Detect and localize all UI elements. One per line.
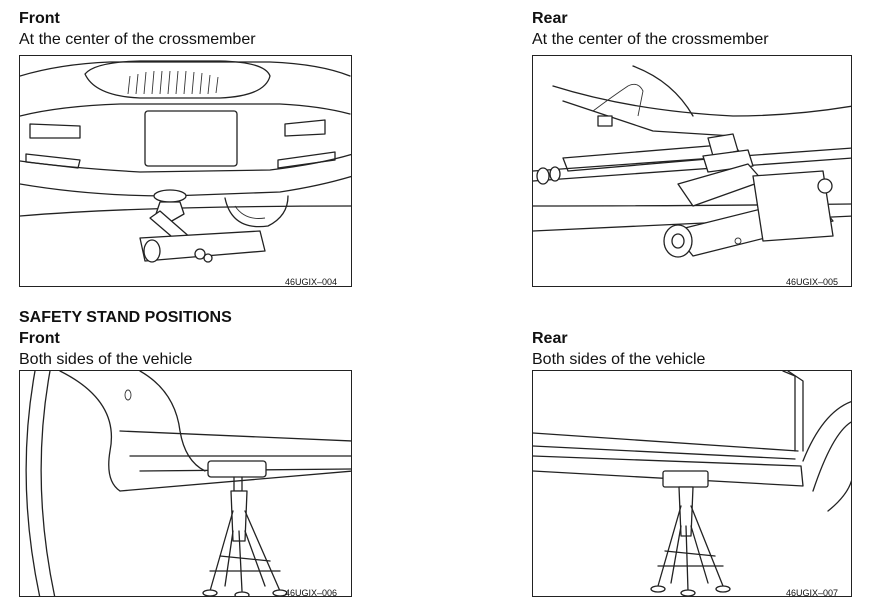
jack-rear-illustration <box>532 55 852 287</box>
stand-rear-heading: Rear <box>532 330 568 347</box>
jack-front-location: At the center of the crossmember <box>19 31 256 48</box>
stand-rear-location: Both sides of the vehicle <box>532 351 706 368</box>
stand-rear-illustration <box>532 370 852 597</box>
stand-front-figure-code: 46UGIX–006 <box>285 588 338 598</box>
jack-front-heading: Front <box>19 10 60 27</box>
stand-front-illustration <box>19 370 352 597</box>
jack-front-illustration <box>19 55 352 287</box>
stand-front-location: Both sides of the vehicle <box>19 351 193 368</box>
safety-stand-section-title: SAFETY STAND POSITIONS <box>19 309 232 326</box>
jack-rear-location: At the center of the crossmember <box>532 31 769 48</box>
jack-rear-figure-code: 46UGIX–005 <box>786 277 839 287</box>
jack-front-figure-code: 46UGIX–004 <box>285 277 338 287</box>
jack-rear-heading: Rear <box>532 10 568 27</box>
stand-front-heading: Front <box>19 330 60 347</box>
stand-rear-figure-code: 46UGIX–007 <box>786 588 839 598</box>
